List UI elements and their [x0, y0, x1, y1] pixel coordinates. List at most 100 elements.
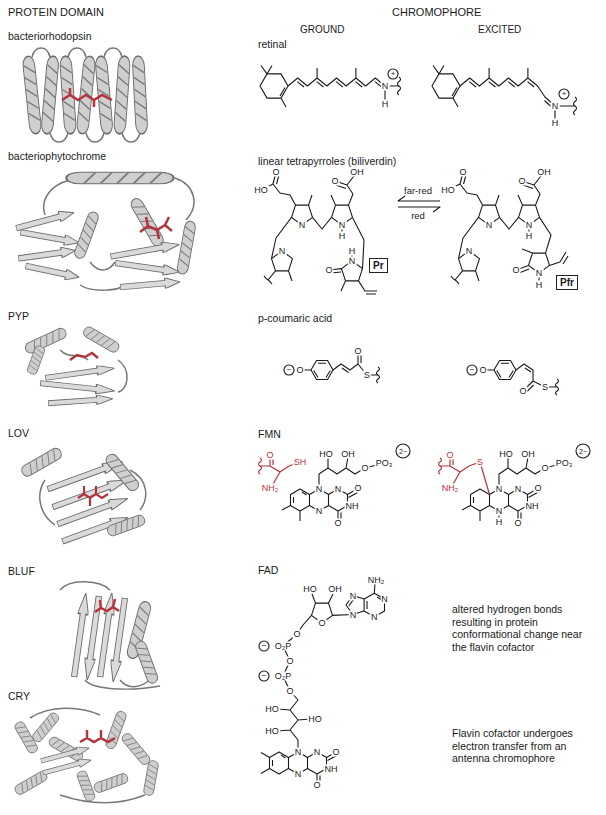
atom-label: N	[298, 221, 307, 230]
atom-label: O	[517, 177, 526, 186]
protein-ribbon	[22, 48, 148, 142]
atom-label: N	[348, 257, 357, 266]
atom-label: N	[495, 485, 504, 494]
protein-ribbon	[60, 582, 160, 689]
charge-sign: −	[470, 366, 475, 374]
cysteine-atom-label: NH₂	[441, 484, 460, 493]
atom-label: N	[294, 748, 303, 757]
atom-label: O₂P	[274, 642, 293, 651]
atom-label: N	[525, 221, 534, 230]
atom-label: N	[495, 507, 504, 516]
atom-label: O	[285, 687, 294, 696]
section-label: CRY	[8, 690, 30, 702]
note-text: Flavin cofactor undergoes electron trans…	[452, 727, 592, 765]
cysteine-residue	[259, 455, 490, 495]
charge-sign: −	[262, 642, 267, 650]
atom-label: N	[551, 102, 560, 111]
atom-label: HO	[498, 450, 514, 459]
atom-label: PO₃	[375, 459, 394, 468]
atom-label: O	[271, 168, 280, 177]
charge-sign: −	[262, 672, 267, 680]
atom-label: O	[317, 619, 326, 628]
atom-label: O	[513, 519, 522, 528]
section-label: FAD	[258, 564, 278, 576]
light-label: red	[411, 211, 425, 221]
atom-label: O	[333, 519, 342, 528]
atom-label: N	[349, 591, 358, 600]
atom-label: O	[458, 168, 467, 177]
state-label: Pfr	[560, 277, 574, 288]
atom-label: H	[535, 281, 544, 290]
atom-label: O	[312, 781, 321, 790]
atom-label: HO	[318, 450, 334, 459]
atom-label: O	[533, 484, 542, 493]
atom-label: H	[348, 247, 357, 256]
atom-label: H	[381, 100, 390, 109]
section-label: LOV	[8, 427, 29, 439]
section-label: BLUF	[8, 565, 35, 577]
state-label: Pr	[373, 260, 384, 271]
atom-label: HO	[253, 186, 269, 195]
state-box: Pfr	[556, 275, 578, 290]
atom-label: N	[381, 82, 390, 91]
atom-label: N	[485, 221, 494, 230]
atom-label: NH	[525, 501, 540, 510]
charge-sign: 2−	[579, 448, 587, 455]
atom-label: H	[495, 518, 504, 527]
atom-label: N	[294, 770, 303, 779]
atom-label: H	[525, 232, 534, 241]
atom-label: N	[313, 748, 322, 757]
protein-ribbon	[13, 708, 159, 802]
atom-label: HO	[302, 585, 318, 594]
protein-ribbon	[20, 446, 147, 546]
cysteine-atom-label: NH₂	[261, 484, 280, 493]
atom-label: PO₃	[555, 459, 574, 468]
atom-label: OH	[536, 168, 552, 177]
section-label: EXCITED	[478, 24, 521, 36]
section-label: linear tetrapyrroles (biliverdin)	[258, 155, 396, 167]
atom-label: N	[315, 507, 324, 516]
light-label: far-red	[404, 186, 432, 196]
section-label: FMN	[258, 428, 281, 440]
atom-label: O	[478, 366, 487, 375]
section-label: p-coumaric acid	[258, 312, 332, 324]
section-label: PYP	[8, 310, 29, 322]
atom-label: N	[465, 247, 474, 256]
atom-label: OH	[349, 168, 365, 177]
section-label: bacteriorhodopsin	[8, 30, 91, 42]
atom-label: O	[540, 464, 549, 473]
section-label: GROUND	[300, 24, 344, 36]
atom-label: N	[278, 247, 287, 256]
atom-label: O	[292, 630, 301, 639]
atom-label: H	[551, 119, 560, 128]
section-label: CHROMOPHORE	[392, 6, 481, 19]
atom-label: O	[518, 387, 527, 396]
charge-sign: 2−	[399, 448, 407, 455]
atom-label: N	[370, 612, 379, 621]
atom-label: O	[324, 266, 333, 275]
atom-label: O	[330, 177, 339, 186]
atom-label: H	[338, 232, 347, 241]
atom-label: N	[535, 269, 544, 278]
atom-label: O	[360, 464, 369, 473]
atom-label: HO	[264, 727, 280, 736]
atom-label: NH	[324, 764, 339, 773]
atom-label: HO	[307, 715, 323, 724]
atom-label: S	[363, 371, 371, 380]
atom-label: OH	[520, 450, 536, 459]
chemical-structure	[259, 66, 590, 786]
atom-label: N	[380, 595, 389, 604]
protein-ribbon	[15, 172, 197, 292]
protein-ribbon	[24, 325, 127, 408]
atom-label: S	[541, 383, 549, 392]
atom-label: O	[295, 366, 304, 375]
charge-sign: +	[391, 70, 396, 78]
note-text: altered hydrogen bonds resulting in prot…	[452, 603, 592, 653]
cysteine-atom-label: O	[445, 451, 454, 460]
section-label: retinal	[258, 38, 287, 50]
atom-label: N	[334, 485, 343, 494]
atom-label: NH	[345, 501, 360, 510]
atom-label: N	[338, 221, 347, 230]
